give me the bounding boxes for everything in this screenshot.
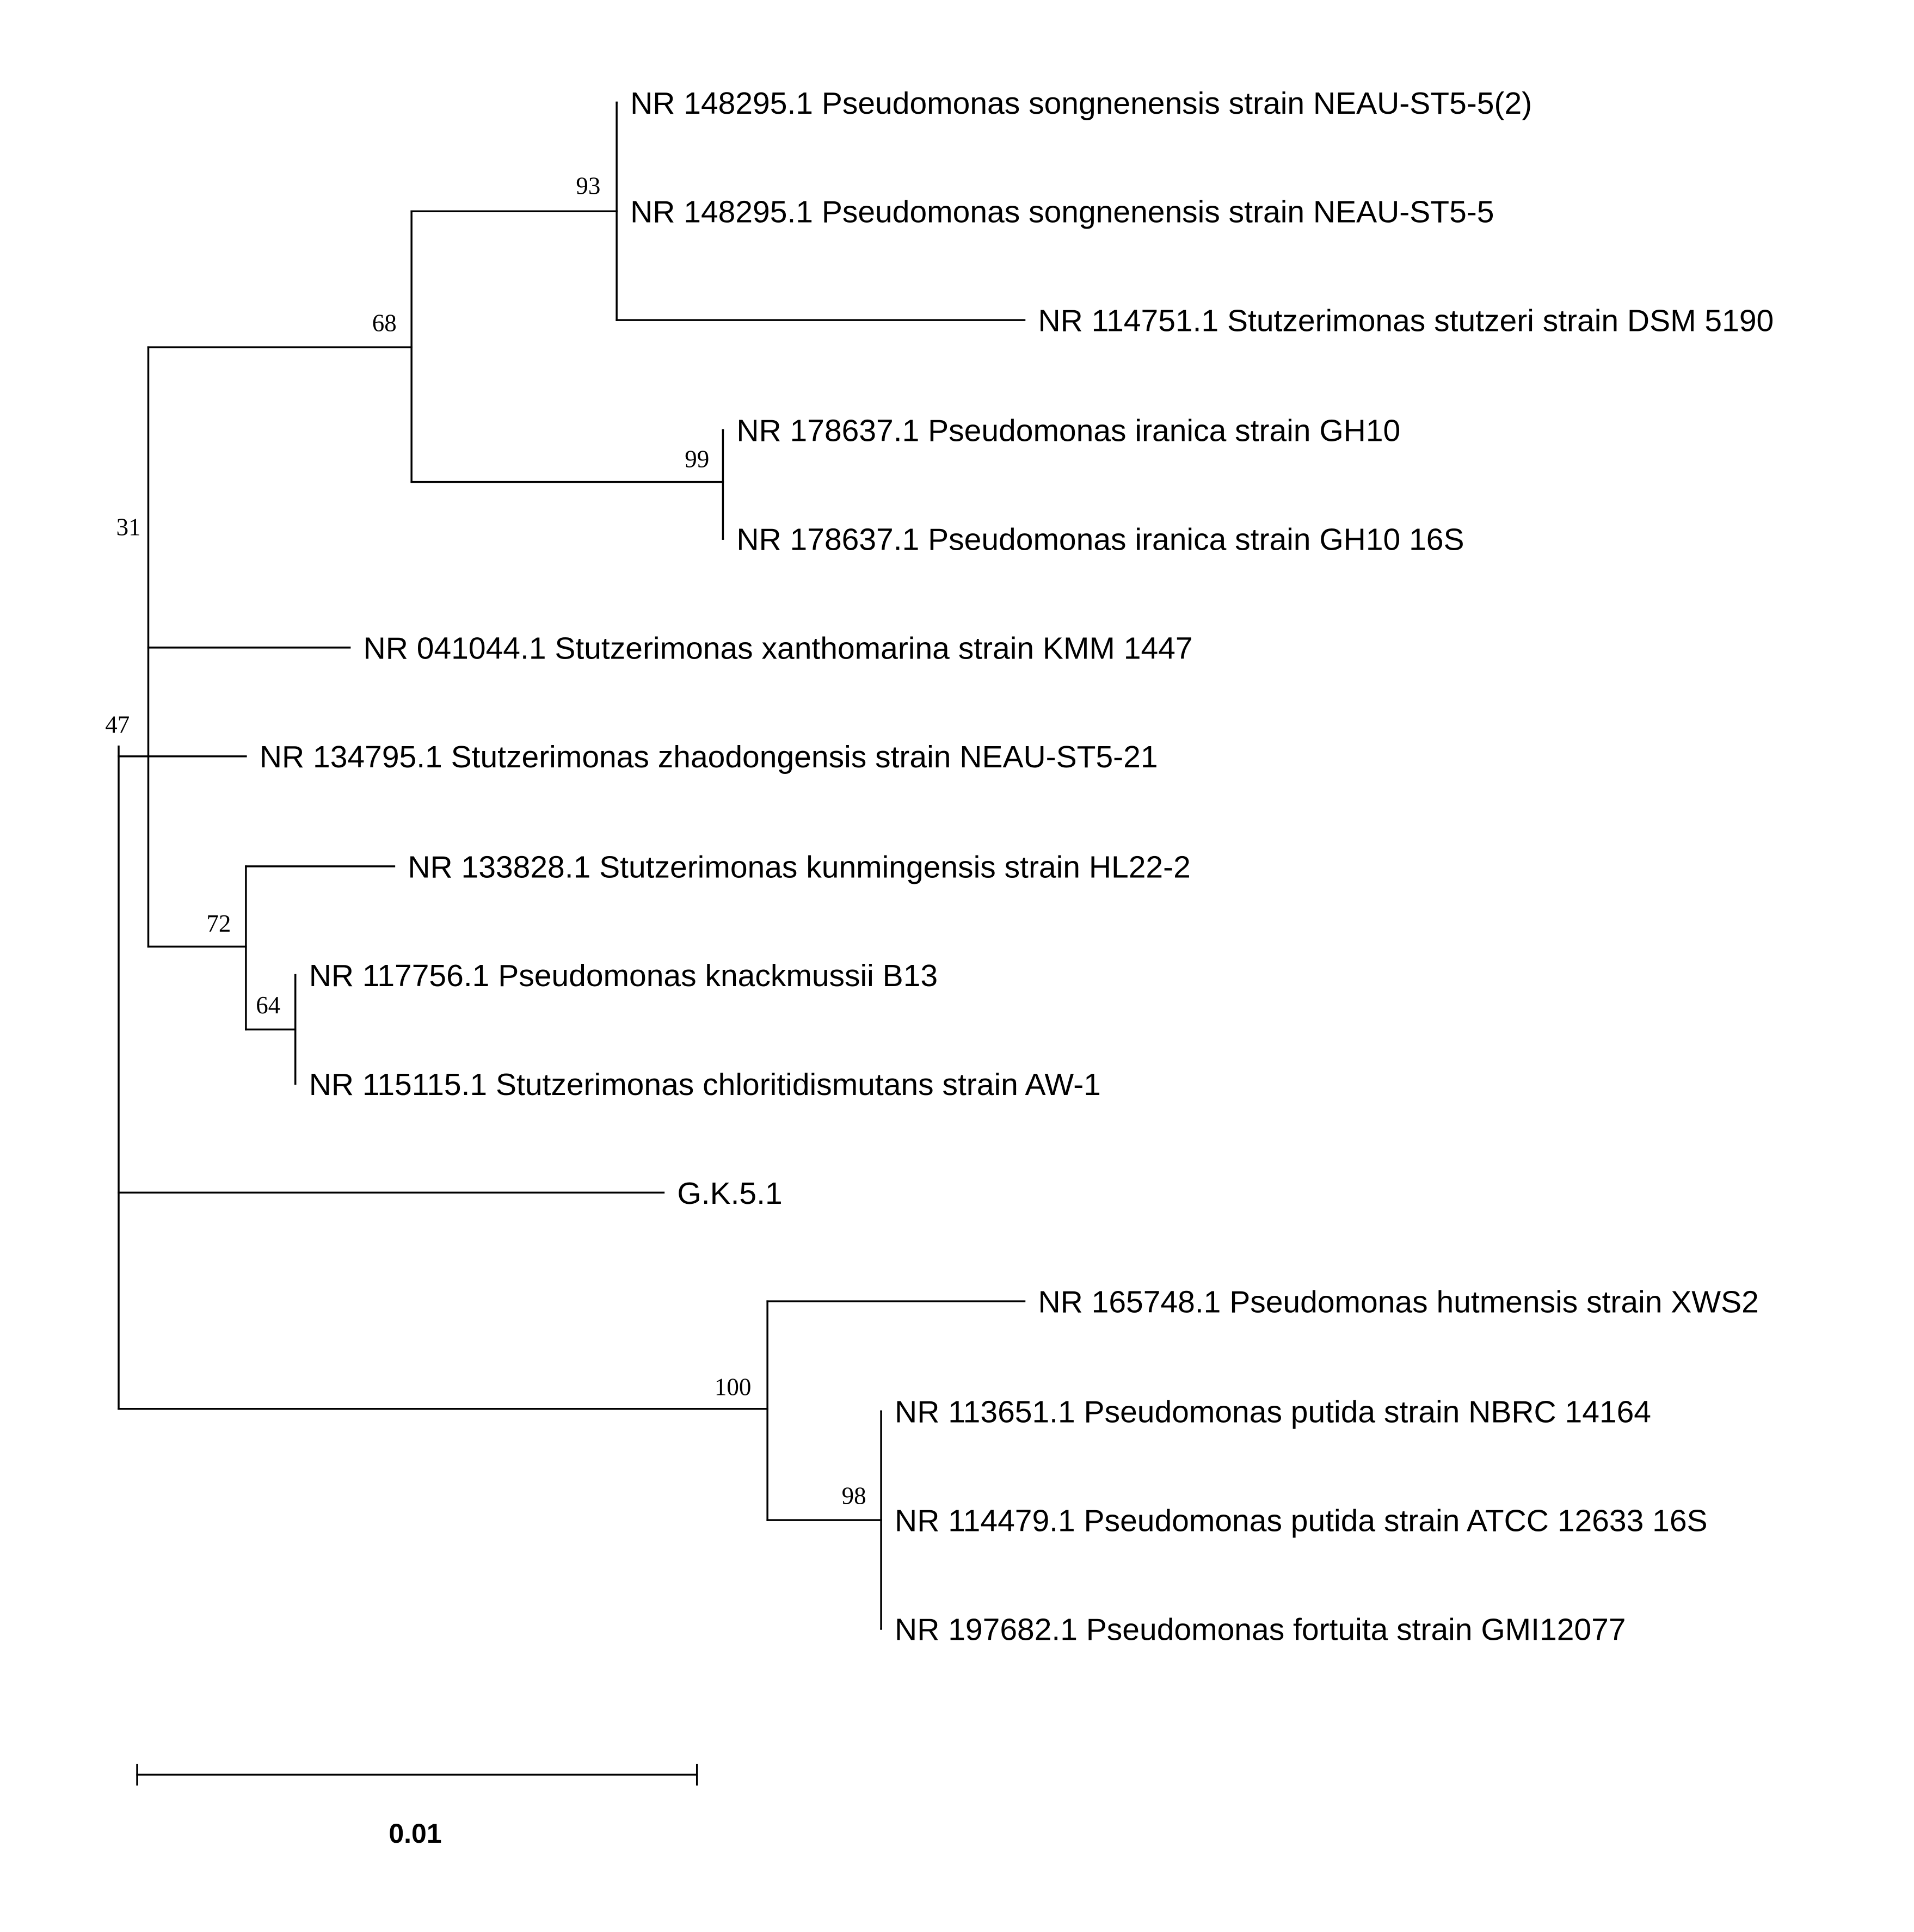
taxon-label: NR 134795.1 Stutzerimonas zhaodongensis …: [260, 740, 1158, 774]
bootstrap-value: 72: [206, 910, 231, 937]
taxon-label: NR 165748.1 Pseudomonas hutmensis strain…: [1038, 1285, 1758, 1320]
tree-branches: [118, 101, 1026, 1786]
bootstrap-value: 68: [372, 310, 397, 337]
taxon-label: NR 148295.1 Pseudomonas songnenensis str…: [630, 86, 1532, 121]
bootstrap-value: 93: [576, 173, 600, 200]
taxon-label: NR 148295.1 Pseudomonas songnenensis str…: [630, 195, 1494, 230]
taxon-label: NR 117756.1 Pseudomonas knackmussii B13: [309, 958, 938, 993]
taxon-label: NR 178637.1 Pseudomonas iranica strain G…: [736, 522, 1464, 557]
taxon-label: NR 041044.1 Stutzerimonas xanthomarina s…: [364, 631, 1193, 666]
tree-labels: NR 148295.1 Pseudomonas songnenensis str…: [105, 86, 1774, 1849]
bootstrap-value: 99: [685, 445, 709, 472]
bootstrap-value: 98: [842, 1482, 866, 1510]
taxon-label: NR 114479.1 Pseudomonas putida strain AT…: [895, 1504, 1707, 1539]
scale-bar-label: 0.01: [389, 1818, 441, 1849]
bootstrap-value: 47: [105, 711, 130, 739]
bootstrap-value: 64: [256, 992, 280, 1019]
taxon-label: NR 133828.1 Stutzerimonas kunmingensis s…: [408, 850, 1190, 884]
taxon-label: NR 113651.1 Pseudomonas putida strain NB…: [895, 1395, 1651, 1430]
taxon-label: NR 178637.1 Pseudomonas iranica strain G…: [736, 414, 1400, 448]
bootstrap-value: 31: [116, 513, 141, 540]
taxon-label: NR 115115.1 Stutzerimonas chloritidismut…: [309, 1067, 1101, 1102]
bootstrap-value: 100: [715, 1374, 752, 1401]
taxon-label: G.K.5.1: [677, 1176, 782, 1211]
taxon-label: NR 197682.1 Pseudomonas fortuita strain …: [895, 1612, 1626, 1647]
taxon-label: NR 114751.1 Stutzerimonas stutzeri strai…: [1038, 304, 1774, 339]
